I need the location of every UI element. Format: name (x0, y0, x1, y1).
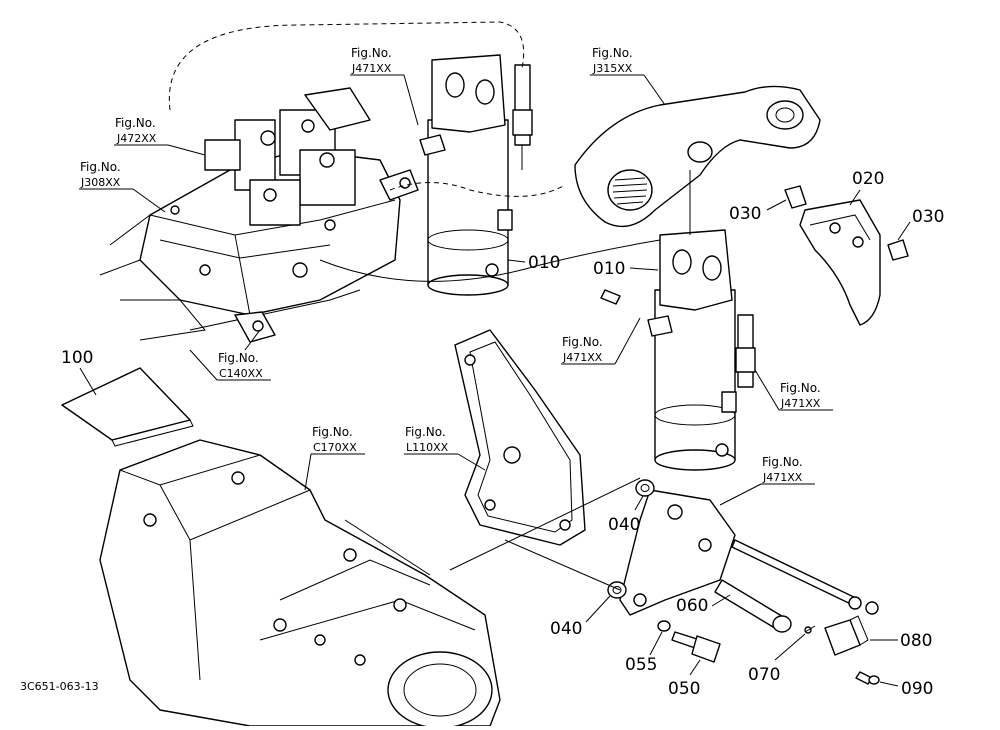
fig-ref-j471-right[interactable]: Fig.No. J471XX (754, 369, 833, 411)
part-number-050[interactable]: 050 (668, 659, 700, 699)
fig-ref-label: Fig.No. (592, 46, 633, 60)
fig-ref-label: Fig.No. (780, 381, 821, 395)
fig-ref-code: J471XX (780, 397, 821, 410)
hose-line-cross (319, 239, 661, 282)
bolt-050 (671, 631, 721, 663)
part-number-100[interactable]: 100 (61, 348, 97, 396)
part-number-030-right[interactable]: 030 (897, 207, 944, 241)
part-number-040-lower[interactable]: 040 (550, 595, 611, 639)
part-number-text: 040 (550, 619, 582, 639)
leader-long-1 (344, 519, 431, 576)
washer-055 (657, 620, 671, 632)
leader-long-2 (449, 477, 641, 571)
long-rod (731, 539, 879, 615)
fig-ref-code: J315XX (592, 62, 633, 75)
fig-ref-label: Fig.No. (115, 116, 156, 130)
part-number-text: 030 (729, 204, 761, 224)
part-number-text: 055 (625, 655, 657, 675)
bracket-020 (784, 185, 909, 326)
fig-ref-c140[interactable]: Fig.No. C140XX (189, 329, 271, 381)
part-number-040-upper[interactable]: 040 (608, 495, 644, 535)
fig-ref-j315[interactable]: Fig.No. J315XX (590, 46, 666, 106)
fig-ref-l110[interactable]: Fig.No. L110XX (404, 425, 486, 471)
fig-ref-j471-bottom[interactable]: Fig.No. J471XX (719, 455, 815, 506)
screw-090 (855, 671, 880, 685)
mounting-plate (454, 329, 586, 546)
fig-ref-code: C170XX (313, 441, 357, 454)
part-number-text: 010 (593, 259, 625, 279)
part-number-text: 060 (676, 596, 708, 616)
fig-ref-code: C140XX (219, 367, 263, 380)
clip-070 (804, 625, 816, 634)
fig-ref-code: J471XX (562, 351, 603, 364)
part-number-055[interactable]: 055 (625, 631, 663, 675)
fig-ref-label: Fig.No. (312, 425, 353, 439)
part-number-text: 010 (528, 253, 560, 273)
manual-document-100 (61, 367, 194, 447)
part-number-text: 050 (668, 679, 700, 699)
fig-ref-c170[interactable]: Fig.No. C170XX (304, 425, 365, 491)
pin-060 (714, 579, 792, 633)
fig-ref-j308[interactable]: Fig.No. J308XX (79, 160, 166, 213)
transmission-case (99, 439, 501, 729)
leader-long-3 (504, 539, 621, 591)
link-plate (619, 489, 736, 616)
part-number-020[interactable]: 020 (849, 169, 884, 206)
part-number-text: 100 (61, 348, 93, 368)
fig-ref-label: Fig.No. (762, 455, 803, 469)
fig-ref-code: L110XX (406, 441, 449, 454)
fig-ref-j471-top[interactable]: Fig.No. J471XX (350, 46, 419, 126)
fig-ref-label: Fig.No. (218, 351, 259, 365)
part-number-070[interactable]: 070 (748, 633, 806, 685)
fig-ref-label: Fig.No. (80, 160, 121, 174)
part-number-text: 040 (608, 515, 640, 535)
fig-ref-code: J308XX (80, 176, 121, 189)
fig-ref-code: J471XX (351, 62, 392, 75)
part-number-text: 090 (901, 679, 933, 699)
fig-ref-j471-mid[interactable]: Fig.No. J471XX (561, 317, 641, 365)
fig-ref-code: J471XX (762, 471, 803, 484)
part-number-090[interactable]: 090 (879, 679, 933, 699)
hose-line-top (168, 21, 525, 111)
fig-ref-label: Fig.No. (405, 425, 446, 439)
washer-040-upper (635, 479, 655, 497)
part-number-010-right[interactable]: 010 (593, 259, 659, 279)
part-number-080[interactable]: 080 (870, 631, 932, 651)
part-number-text: 070 (748, 665, 780, 685)
part-number-text: 080 (900, 631, 932, 651)
diagram-code: 3C651-063-13 (20, 680, 99, 693)
fig-ref-label: Fig.No. (351, 46, 392, 60)
hose-line-middle (389, 182, 566, 197)
lift-cylinder-left (419, 54, 533, 296)
lift-arm (574, 85, 821, 228)
fig-ref-code: J472XX (116, 132, 157, 145)
part-number-060[interactable]: 060 (676, 594, 731, 616)
part-number-text: 020 (852, 169, 884, 189)
lift-cylinder-right (600, 229, 756, 471)
part-number-010-left[interactable]: 010 (507, 253, 560, 273)
hydraulic-valve-assembly (99, 87, 419, 343)
part-number-030-left[interactable]: 030 (729, 199, 787, 224)
block-080 (824, 615, 869, 656)
part-number-text: 030 (912, 207, 944, 227)
fig-ref-j472[interactable]: Fig.No. J472XX (114, 116, 206, 156)
fig-ref-label: Fig.No. (562, 335, 603, 349)
washer-040-lower (607, 581, 627, 599)
